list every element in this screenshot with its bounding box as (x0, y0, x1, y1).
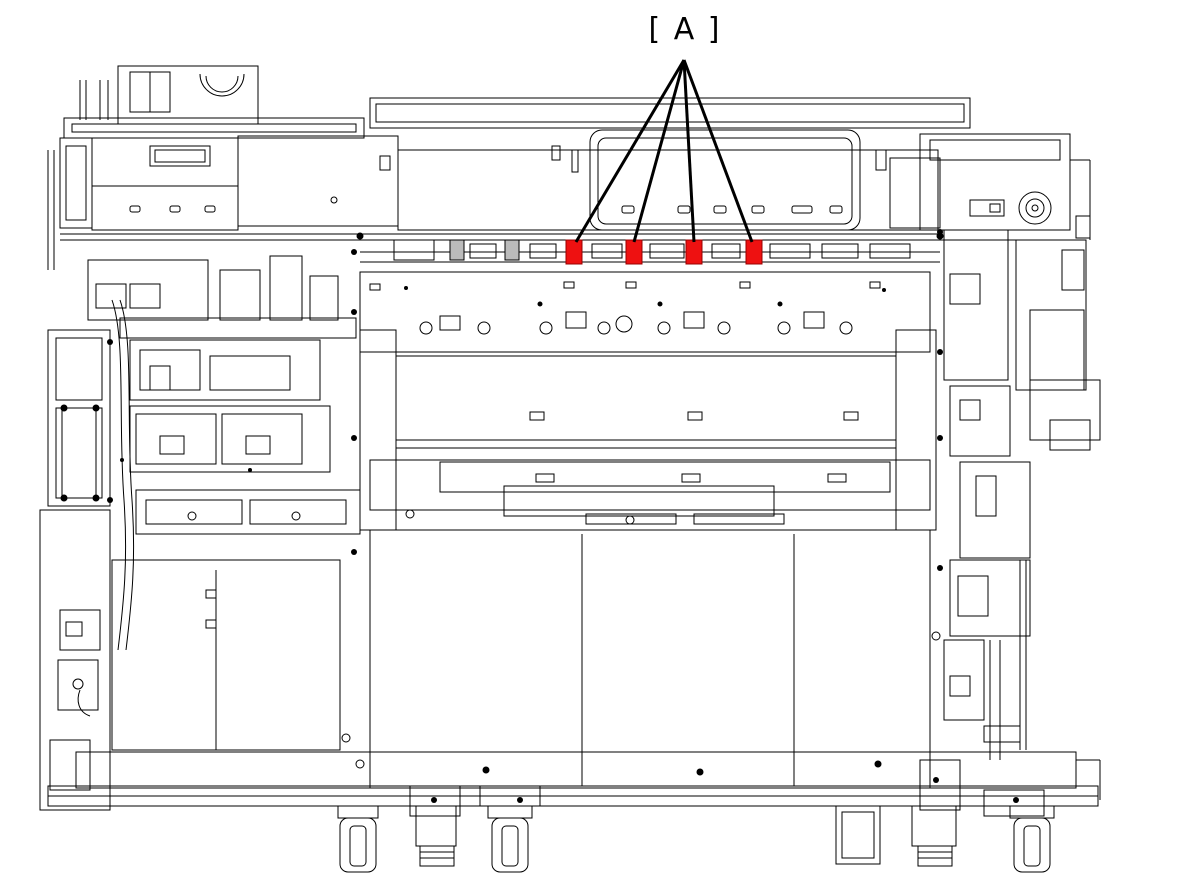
highlighted-parts (565, 239, 763, 265)
top-right-assembly (919, 133, 1091, 241)
lower-center-panels (341, 459, 931, 789)
callout-label-a: [ A ] (648, 12, 722, 47)
fixing-screws (107, 229, 1019, 803)
left-side-panels (39, 299, 135, 811)
leader-line-3 (682, 59, 696, 243)
top-center-cover (237, 97, 971, 231)
caster-wheels (337, 805, 1055, 873)
transport-rail (60, 232, 944, 273)
base-frame (47, 751, 1101, 817)
right-side-assemblies (931, 229, 1101, 760)
leader-line-1 (574, 59, 686, 243)
leader-line-2 (632, 59, 686, 243)
roller-row (419, 311, 853, 335)
central-frame (359, 271, 937, 531)
highlighted-part-1 (565, 239, 583, 265)
callout-leader-lines (574, 59, 754, 243)
highlighted-part-4 (745, 239, 763, 265)
top-left-assembly (47, 65, 365, 270)
left-middle-mechanism (87, 255, 361, 751)
highlighted-part-2 (625, 239, 643, 265)
leader-line-4 (682, 59, 754, 243)
highlighted-part-3 (685, 239, 703, 265)
